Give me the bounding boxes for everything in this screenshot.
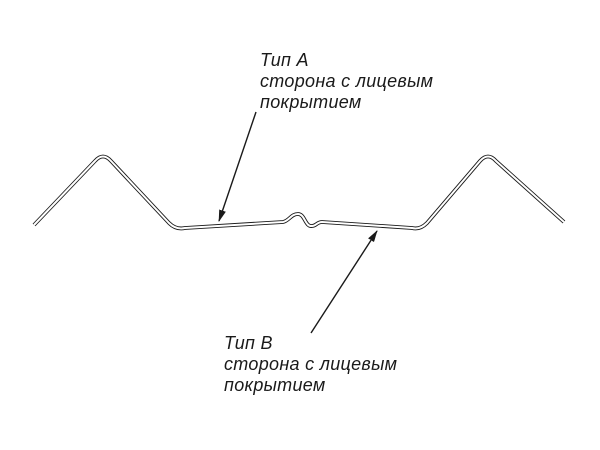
type-b-desc-line-2: покрытием: [224, 375, 326, 395]
type-b-title: Тип В: [224, 333, 273, 353]
type-a-title: Тип А: [260, 50, 309, 70]
leader-line-type-a: [218, 111, 257, 222]
sheet-profile-core: [33, 155, 565, 230]
type-a-desc-line-1: сторона с лицевым: [260, 71, 434, 91]
sheet-profile-outline: [32, 154, 566, 231]
label-type-a: Тип А сторона с лицевым покрытием: [260, 50, 433, 113]
type-a-desc-line-2: покрытием: [260, 92, 362, 112]
type-b-desc-line-1: сторона с лицевым: [224, 354, 398, 374]
label-type-b: Тип В сторона с лицевым покрытием: [224, 333, 397, 396]
leader-line-type-b: [310, 230, 378, 334]
